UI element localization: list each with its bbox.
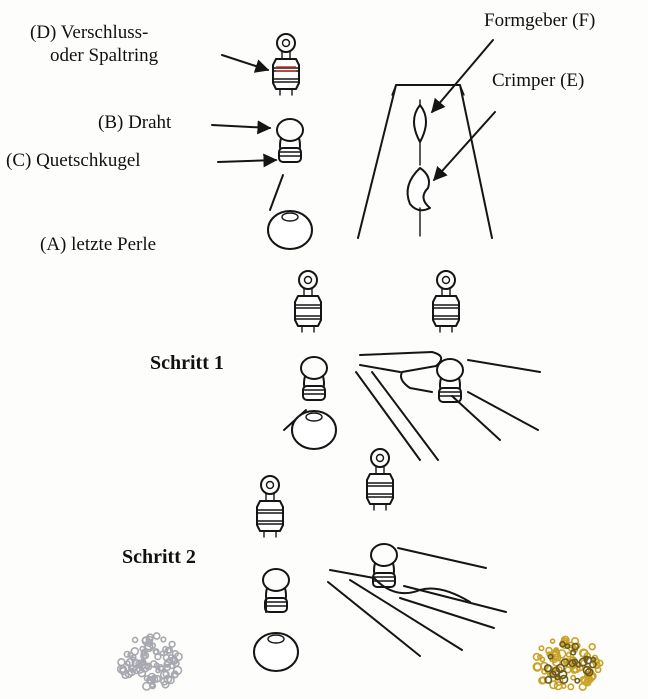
crimp-bead (575, 679, 579, 683)
crimp-bead (562, 684, 566, 688)
label-arrows (212, 55, 276, 162)
crimp-bead (131, 648, 138, 655)
crimp-bead (155, 654, 161, 660)
label-letzte-perle: (A) letzte Perle (40, 234, 156, 256)
crimp-bead (133, 637, 138, 642)
label-verschluss-line1: (D) Verschluss- (30, 22, 148, 44)
label-schritt-2: Schritt 2 (122, 546, 196, 569)
label-formgeber: Formgeber (F) (484, 10, 595, 32)
label-crimper: Crimper (E) (492, 70, 584, 92)
label-draht: (B) Draht (98, 112, 171, 134)
crimp-bead (173, 672, 178, 677)
crimp-bead (596, 667, 601, 672)
step1-left (284, 271, 336, 449)
crimp-bead (150, 683, 155, 688)
crimp-bead (154, 633, 160, 639)
crimp-bead (161, 637, 166, 642)
crimp-bead (169, 641, 175, 647)
crimp-bead (169, 663, 174, 668)
crimp-bead (571, 676, 575, 680)
crimp-bead (540, 657, 544, 661)
crimp-beads-silver (118, 633, 182, 690)
assembly-main (268, 34, 312, 249)
label-schritt-1: Schritt 1 (150, 352, 224, 375)
crimp-bead (124, 652, 130, 658)
crimp-bead (539, 646, 543, 650)
step2-right (328, 449, 506, 656)
crimp-bead (551, 639, 555, 643)
crimp-beads-gold (533, 636, 602, 690)
crimp-bead (160, 666, 165, 671)
step2-left (254, 476, 298, 671)
crimp-bead (160, 651, 164, 655)
pliers-jaws-diagram (358, 40, 495, 238)
label-quetschkugel: (C) Quetschkugel (6, 150, 141, 172)
crimp-bead (568, 684, 573, 689)
step1-right (356, 271, 540, 460)
crimp-bead (589, 644, 595, 650)
crimp-bead (571, 650, 576, 655)
label-verschluss-line2: oder Spaltring (50, 45, 158, 67)
